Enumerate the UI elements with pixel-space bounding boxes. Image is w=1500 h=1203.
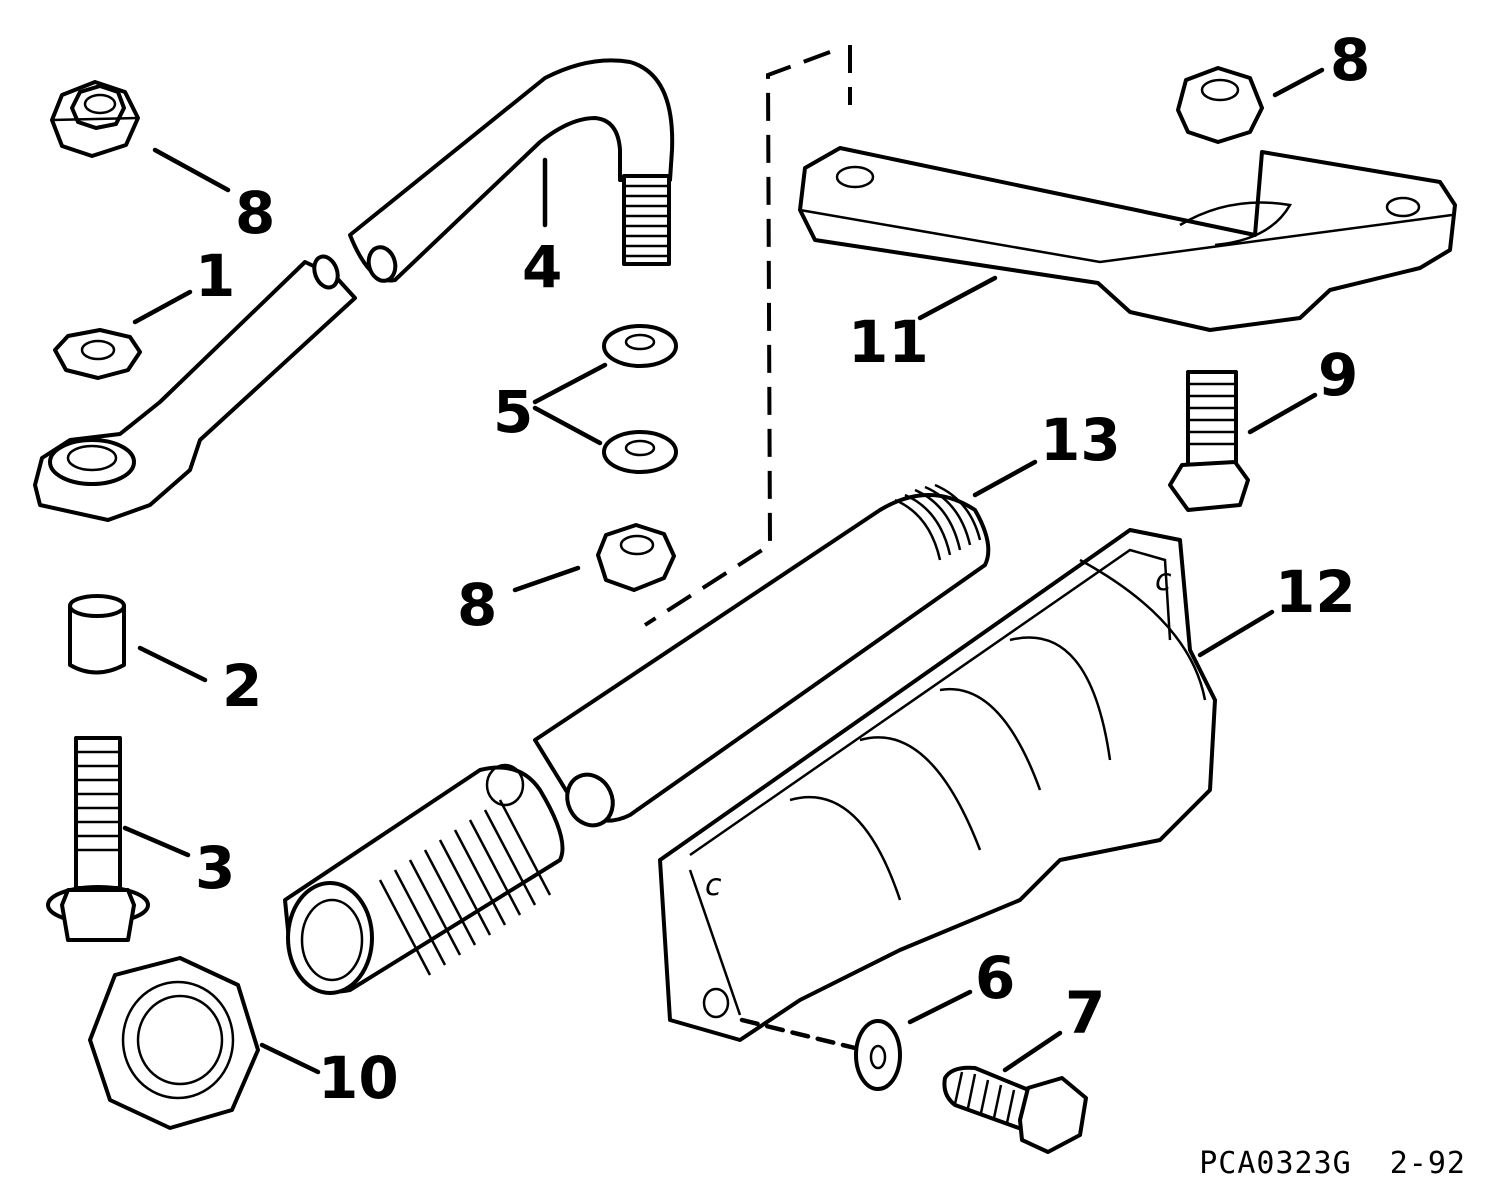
part-10-hex-nut (88, 956, 260, 1130)
callout-8-middle: 8 (457, 571, 497, 639)
threaded-sleeve (283, 763, 565, 995)
part-6-washer (854, 1019, 902, 1091)
callout-2: 2 (222, 652, 262, 720)
alignment-dashed-line (643, 45, 852, 627)
callout-10: 10 (318, 1044, 399, 1112)
svg-text:c: c (1155, 563, 1172, 598)
part-8-locknut-top-left (50, 80, 140, 158)
leader-lines (122, 67, 1325, 1075)
callout-8-top-left: 8 (235, 179, 275, 247)
part-1-nut (53, 328, 142, 380)
callout-12: 12 (1275, 558, 1356, 626)
callout-11: 11 (848, 308, 929, 376)
part-7-bolt (942, 1065, 1088, 1154)
callout-6: 6 (975, 944, 1015, 1012)
part-8-locknut-middle (596, 523, 676, 592)
part-8-locknut-top-right (1176, 66, 1264, 144)
callout-1: 1 (195, 242, 235, 310)
callout-5: 5 (493, 378, 533, 446)
part-13-threaded-tube (533, 483, 991, 828)
part-5-washers (602, 324, 678, 474)
part-12-housing: c c (658, 528, 1217, 1042)
part-9-bolt (1168, 370, 1250, 512)
svg-text:c: c (705, 868, 722, 903)
callout-8-top-right: 8 (1330, 26, 1370, 94)
callout-3: 3 (195, 834, 235, 902)
callout-4: 4 (522, 233, 562, 301)
part-3-flange-bolt (46, 736, 150, 942)
part-1-link-rod (33, 254, 357, 522)
callout-9: 9 (1318, 341, 1358, 409)
part-11-steering-arm (798, 146, 1457, 332)
part-4-bent-rod (348, 58, 675, 283)
part-2-bushing (68, 594, 126, 675)
figure-code: PCA0323G (1199, 1146, 1352, 1181)
callout-7: 7 (1065, 979, 1105, 1047)
figure-footer: PCA0323G 2-92 (1199, 1146, 1466, 1181)
figure-date: 2-92 (1389, 1146, 1466, 1181)
callout-13: 13 (1040, 406, 1121, 474)
